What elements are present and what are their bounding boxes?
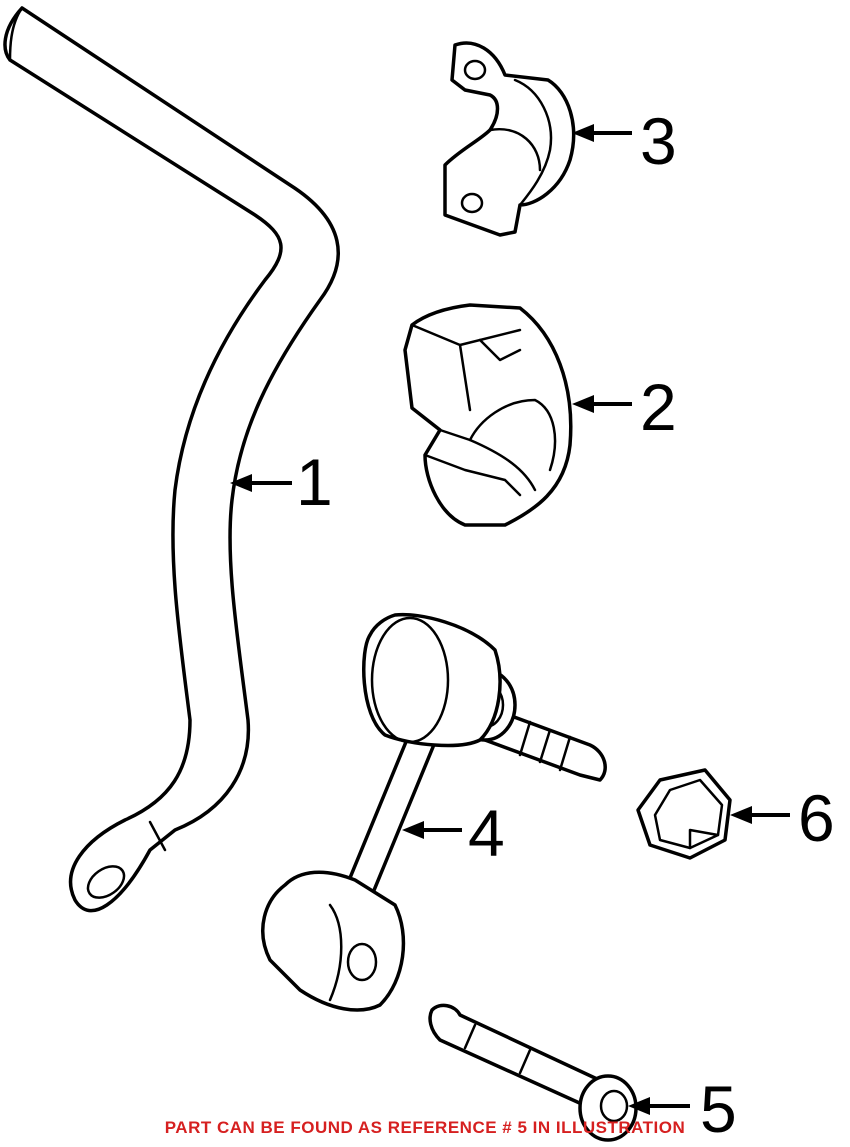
nut (636, 768, 732, 860)
callout-leaders (230, 124, 790, 1115)
callout-3: 3 (640, 104, 677, 178)
callout-6: 6 (798, 781, 835, 855)
reference-note: PART CAN BE FOUND AS REFERENCE # 5 IN IL… (164, 1118, 686, 1137)
callout-2: 2 (640, 370, 677, 444)
callout-4: 4 (468, 796, 505, 870)
callout-5: 5 (700, 1072, 737, 1146)
stabilizer-link (261, 612, 607, 1012)
stabilizer-bar (3, 6, 340, 913)
callout-1: 1 (296, 445, 333, 519)
bushing (403, 303, 573, 527)
bolt (428, 1003, 638, 1142)
bushing-clamp (443, 41, 576, 237)
